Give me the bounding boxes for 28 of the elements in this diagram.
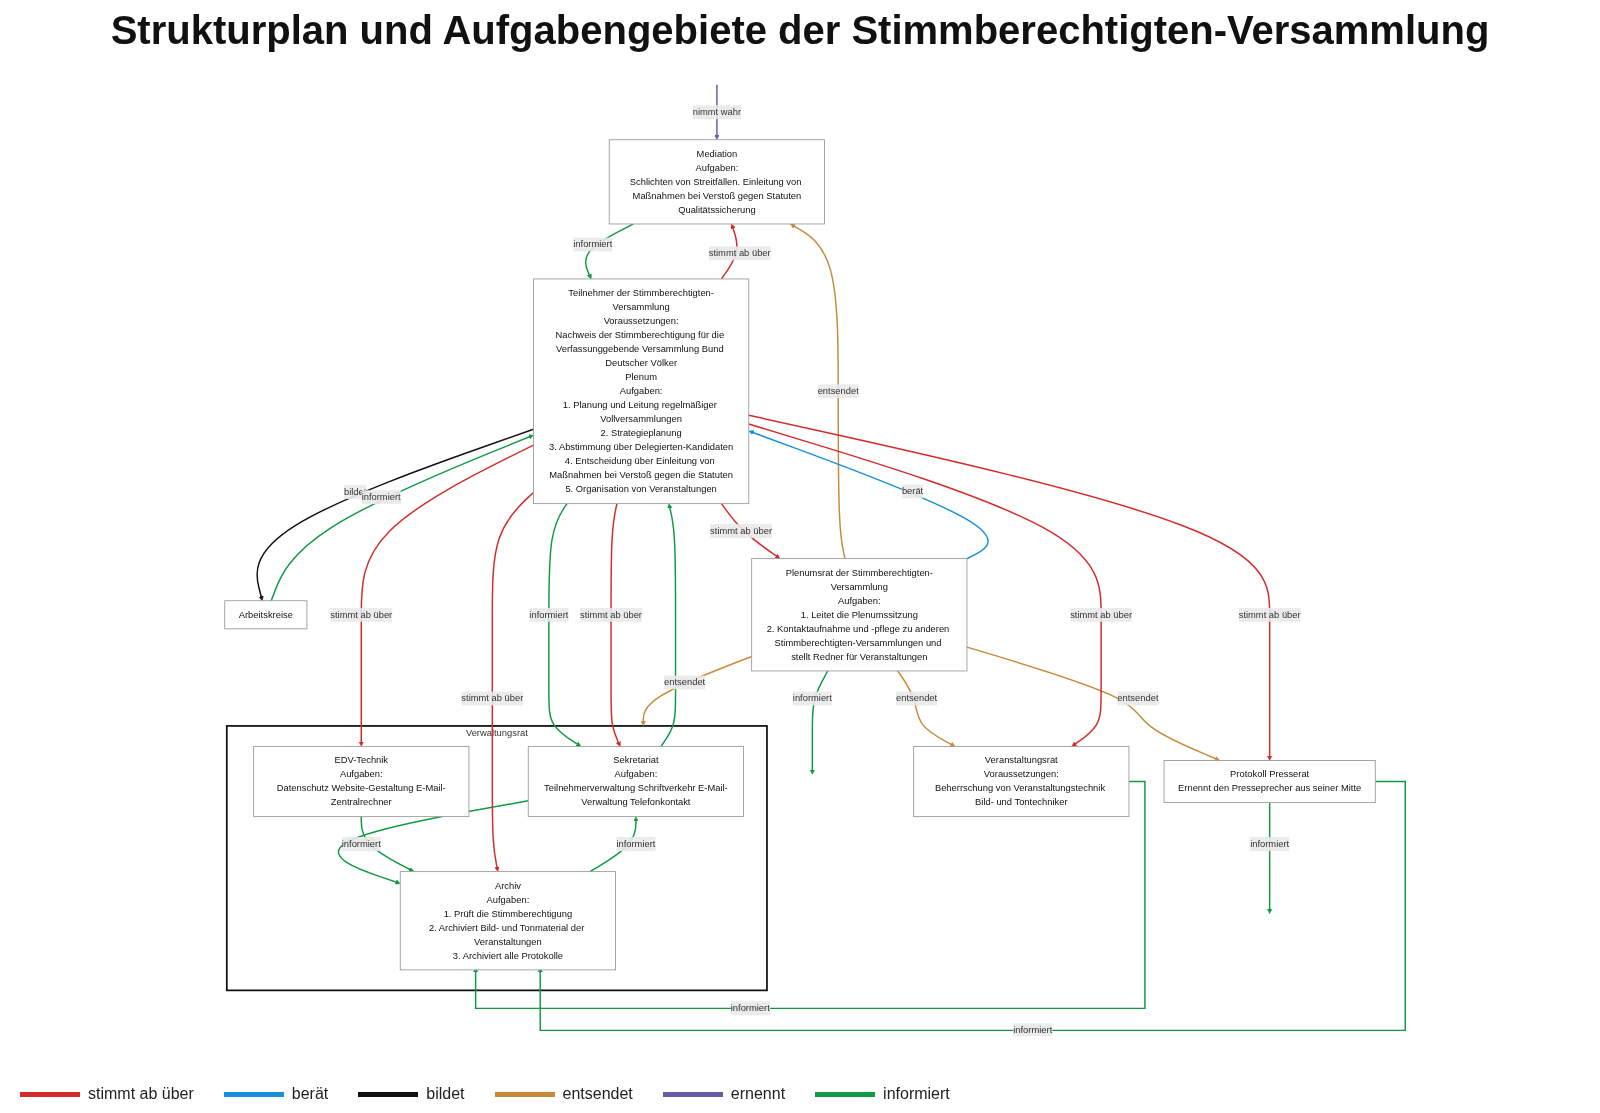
legend-label: stimmt ab über <box>88 1085 194 1103</box>
process-box: Archiv Aufgaben: 1. Prüft die Stimmberechtigung 2. Archiviert Bild- und Tonmaterial der Veranstaltungen 3. Archiviert alle Protokolle <box>399 871 616 971</box>
legend-label: entsendet <box>562 1085 633 1103</box>
arrow <box>548 502 582 747</box>
legend-label: informiert <box>883 1085 950 1103</box>
process-box: EDV-Technik Aufgaben: Datenschutz Website-Gestaltung E-Mail-Zentralrechner <box>253 745 470 818</box>
process-box: Sekretariat Aufgaben: Teilnehmerverwaltung Schriftverkehr E-Mail-Verwaltung Telefonkontakt <box>527 745 744 818</box>
arrow <box>748 414 1273 761</box>
arrow <box>966 646 1220 761</box>
arrow <box>358 444 535 747</box>
arrow <box>537 780 1406 1032</box>
legend-label: bildet <box>426 1085 465 1103</box>
arrow <box>748 423 1102 747</box>
process-box: Plenumsrat der Stimmberechtigten-Versammlung Aufgaben: 1. Leitet die Plenumssitzung 2. Kontaktaufnahme und -pflege zu anderen Stimmberechtigten-Versammlungen und stellt Redner für Veranstaltungen <box>751 558 968 672</box>
arrow <box>491 491 535 872</box>
arrow <box>790 223 846 560</box>
process-box: Arbeitskreise <box>224 600 308 630</box>
process-box: Protokoll Presserat Ernennt den Presseprecher aus seiner Mitte <box>1163 760 1376 803</box>
arrow <box>473 780 1146 1010</box>
process-box: Mediation Aufgaben: Schlichten von Streitfällen. Einleitung von Maßnahmen bei Verstoß gegen Statuten Qualitätssicherung <box>608 139 825 225</box>
process-box: Veranstaltungsrat Voraussetzungen: Beherrschung von Veranstaltungstechnik Bild- und Tontechniker <box>913 745 1130 818</box>
legend-label: ernennt <box>730 1085 786 1103</box>
arrow <box>610 502 621 747</box>
legend-label: berät <box>291 1085 329 1103</box>
arrow <box>660 503 677 748</box>
diagram-title: Strukturplan und Aufgabengebiete der Stimmberechtigten-Versammlung <box>110 8 1490 53</box>
process-box: Teilnehmer der Stimmberechtigten-Versammlung Voraussetzungen: Nachweis der Stimmberechtigung für die Verfassunggebende Versammlung Bund Deutscher Völker Plenum Aufgaben: 1. Planung und Leitung regelmäßiger Vollversammlungen 2. Strategieplanung 3. Abstimmung über Delegierten-Kandidaten 4. Entscheidung über Einleitung von Maßnahmen bei Verstoß gegen die Statuten 5. Organisation von Veranstaltungen <box>533 278 750 505</box>
arrow <box>748 430 989 560</box>
